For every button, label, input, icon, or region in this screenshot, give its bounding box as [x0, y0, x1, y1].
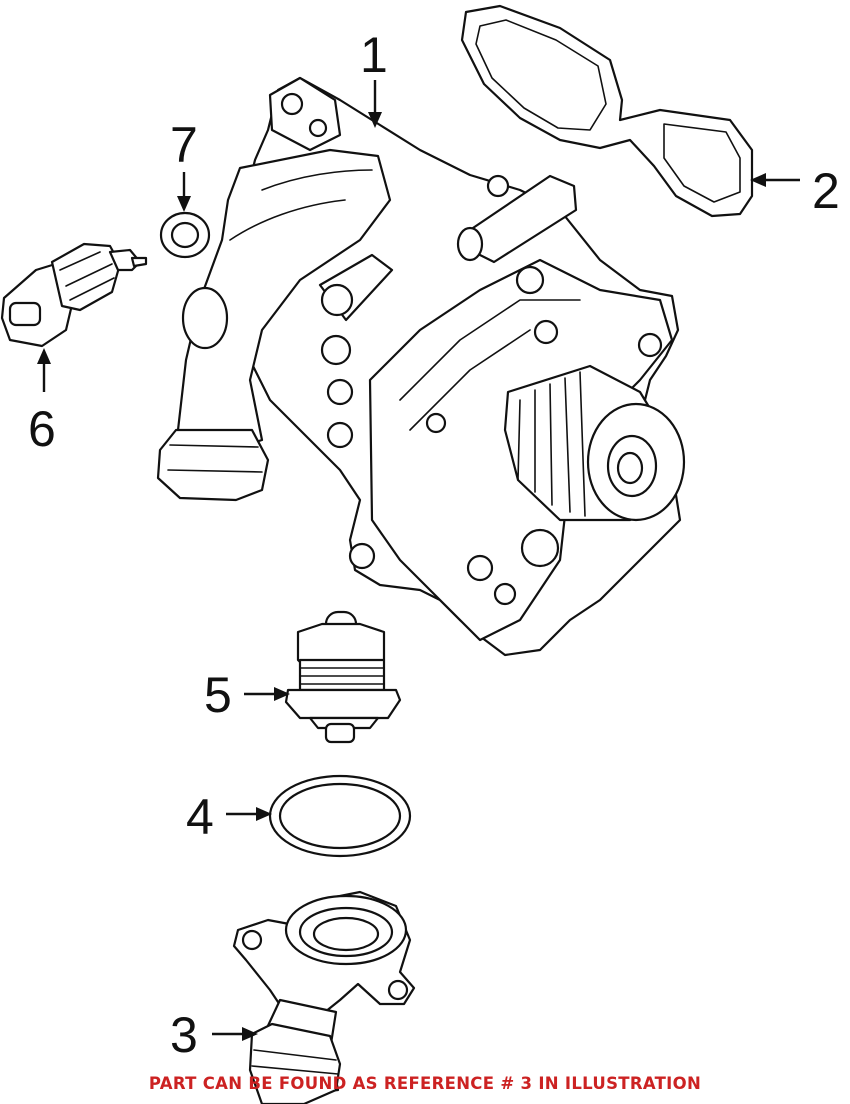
arrow-7 — [177, 172, 191, 212]
part-4-o-ring-large — [268, 774, 412, 858]
part-3-coolant-flange — [232, 890, 416, 1104]
callout-arrows — [37, 80, 800, 1041]
callout-1: 1 — [360, 27, 388, 83]
part-1-water-pump-housing — [156, 76, 686, 657]
callout-6: 6 — [28, 401, 56, 457]
arrow-1 — [368, 80, 382, 128]
arrow-6 — [37, 348, 51, 392]
callout-7: 7 — [170, 117, 198, 173]
arrow-2 — [750, 173, 800, 187]
arrow-4 — [226, 807, 272, 821]
callout-5: 5 — [204, 667, 232, 723]
callout-3: 3 — [170, 1007, 198, 1063]
part-5-thermostat — [284, 610, 402, 744]
reference-note: PART CAN BE FOUND AS REFERENCE # 3 IN IL… — [148, 1074, 702, 1093]
callout-4: 4 — [186, 789, 214, 845]
part-7-o-ring — [159, 211, 211, 259]
callout-2: 2 — [812, 163, 840, 219]
part-2-gasket — [460, 4, 754, 218]
callout-labels: 1 2 3 4 5 6 7 — [28, 27, 840, 1063]
part-6-temperature-sensor — [0, 242, 148, 348]
arrow-5 — [244, 687, 290, 701]
arrow-3 — [212, 1027, 258, 1041]
